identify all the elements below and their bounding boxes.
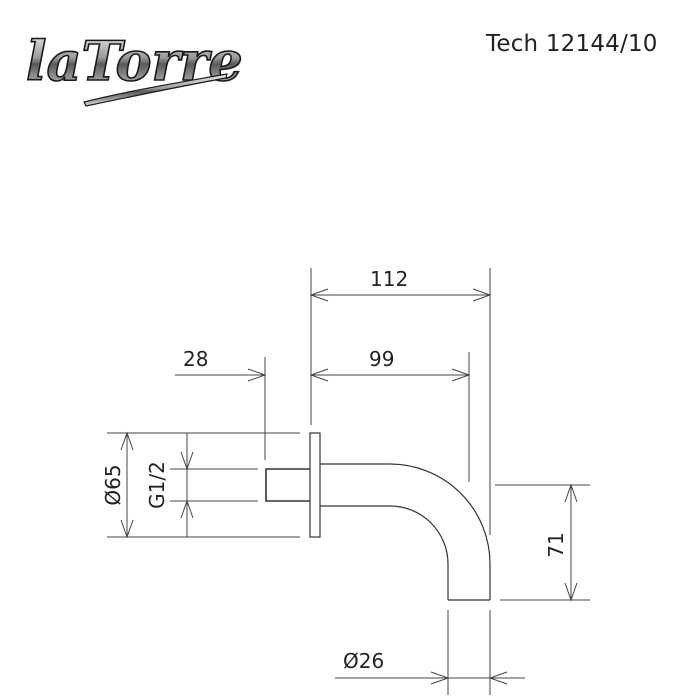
latorre-logo-icon: laTorre bbox=[25, 28, 244, 107]
dim-spout-projection: 99 bbox=[369, 347, 394, 371]
wall-flange bbox=[309, 432, 321, 538]
dim-outlet-diameter: Ø26 bbox=[343, 649, 384, 673]
spout-inner-edge bbox=[320, 505, 449, 600]
model-code: Tech 12144/10 bbox=[486, 31, 658, 57]
dim-inlet-length: 28 bbox=[183, 347, 208, 371]
spout-outer-edge bbox=[320, 463, 491, 600]
inlet-stub bbox=[265, 468, 310, 502]
dim-overall-projection: 112 bbox=[370, 267, 408, 291]
brand-logo: laTorre bbox=[22, 8, 244, 108]
svg-text:laTorre: laTorre bbox=[26, 29, 242, 93]
dim-drop-height: 71 bbox=[544, 532, 568, 557]
dim-flange-diameter: Ø65 bbox=[101, 464, 125, 505]
dim-thread: G1/2 bbox=[145, 461, 169, 509]
